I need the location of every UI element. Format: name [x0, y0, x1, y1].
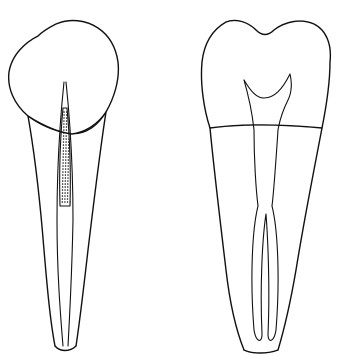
- filling-dot: [67, 195, 69, 197]
- filling-dot: [63, 114, 65, 116]
- filling-dot: [65, 153, 67, 155]
- filling-dot: [62, 192, 64, 194]
- filling-dot: [62, 174, 64, 176]
- filling-dot: [67, 198, 69, 200]
- filling-dot: [67, 174, 69, 176]
- filling-dot: [65, 141, 67, 143]
- filling-dot: [63, 150, 65, 152]
- filling-dot: [63, 120, 65, 122]
- filling-dot: [67, 165, 69, 167]
- filling-dot: [64, 201, 66, 203]
- filling-dot: [68, 159, 70, 161]
- filling-dot: [65, 138, 67, 140]
- filling-dot: [64, 183, 66, 185]
- filling-dot: [66, 123, 68, 125]
- filling-dot: [62, 183, 64, 185]
- filling-dot: [65, 144, 67, 146]
- filling-dot: [62, 198, 64, 200]
- right-tooth-crown: [201, 20, 330, 128]
- filling-dot: [68, 153, 70, 155]
- right-tooth: [201, 20, 330, 353]
- filling-dot: [65, 174, 67, 176]
- filling-dot: [66, 117, 68, 119]
- filling-dot: [62, 162, 64, 164]
- filling-dot: [67, 183, 69, 185]
- filling-dot: [62, 171, 64, 173]
- filling-dot: [63, 129, 65, 131]
- filling-dot: [63, 117, 65, 119]
- filling-dot: [65, 159, 67, 161]
- left-tooth-crown: [9, 21, 119, 134]
- filling-dot: [67, 180, 69, 182]
- filling-dot: [64, 198, 66, 200]
- filling-dot: [63, 144, 65, 146]
- filling-dot: [63, 111, 65, 113]
- left-tooth-apex: [55, 346, 76, 351]
- filling-dot: [67, 168, 69, 170]
- filling-dot: [64, 189, 66, 191]
- left-tooth-root-left-edge: [28, 116, 55, 346]
- filling-dot: [67, 201, 69, 203]
- filling-dot: [66, 132, 68, 134]
- filling-dot: [66, 126, 68, 128]
- filling-dot: [65, 165, 67, 167]
- filling-dot: [63, 138, 65, 140]
- right-tooth-canal-right-wall: [272, 130, 278, 206]
- filling-dot: [62, 201, 64, 203]
- filling-dot: [67, 186, 69, 188]
- filling-dot: [62, 186, 64, 188]
- filling-dot: [63, 135, 65, 137]
- filling-dot: [63, 126, 65, 128]
- filling-dot: [66, 129, 68, 131]
- filling-dot: [68, 150, 70, 152]
- filling-dot: [62, 156, 64, 158]
- filling-dot: [65, 147, 67, 149]
- filling-dot: [64, 192, 66, 194]
- filling-dot: [63, 141, 65, 143]
- filling-dot: [65, 150, 67, 152]
- filling-dot: [64, 186, 66, 188]
- filling-dot: [65, 180, 67, 182]
- filling-dot: [62, 177, 64, 179]
- right-tooth-canal-left-wall: [254, 130, 258, 206]
- right-tooth-pulp-chamber: [244, 74, 291, 130]
- filling-dot: [63, 123, 65, 125]
- left-tooth-canal-left-wall: [57, 82, 64, 346]
- filling-dot: [67, 171, 69, 173]
- filling-dot: [66, 120, 68, 122]
- left-tooth-root-right-edge: [76, 112, 106, 346]
- filling-dot: [67, 192, 69, 194]
- left-tooth-canal-right-wall: [66, 82, 73, 346]
- filling-dot: [65, 168, 67, 170]
- filling-dot: [68, 156, 70, 158]
- filling-dot: [64, 195, 66, 197]
- filling-dot: [62, 195, 64, 197]
- right-tooth-cej-line: [210, 125, 322, 128]
- filling-dot: [65, 156, 67, 158]
- filling-dot: [63, 153, 65, 155]
- right-tooth-canal-bifurcation: [252, 206, 278, 340]
- filling-dot: [65, 162, 67, 164]
- right-tooth-apex: [244, 350, 278, 353]
- right-tooth-root-left-edge: [210, 128, 244, 350]
- right-tooth-root-right-edge: [278, 128, 322, 350]
- filling-dot: [62, 180, 64, 182]
- left-tooth: [9, 21, 119, 351]
- filling-dot: [62, 165, 64, 167]
- filling-dot: [67, 177, 69, 179]
- filling-dot: [63, 132, 64, 134]
- filling-dot: [65, 177, 67, 179]
- filling-dot: [68, 162, 70, 164]
- filling-dot: [65, 171, 67, 173]
- filling-dot: [67, 189, 69, 191]
- filling-dot: [63, 147, 65, 149]
- filling-dot: [62, 168, 64, 170]
- filling-dot: [62, 189, 64, 191]
- filling-dot: [65, 135, 67, 137]
- filling-dot: [62, 159, 64, 161]
